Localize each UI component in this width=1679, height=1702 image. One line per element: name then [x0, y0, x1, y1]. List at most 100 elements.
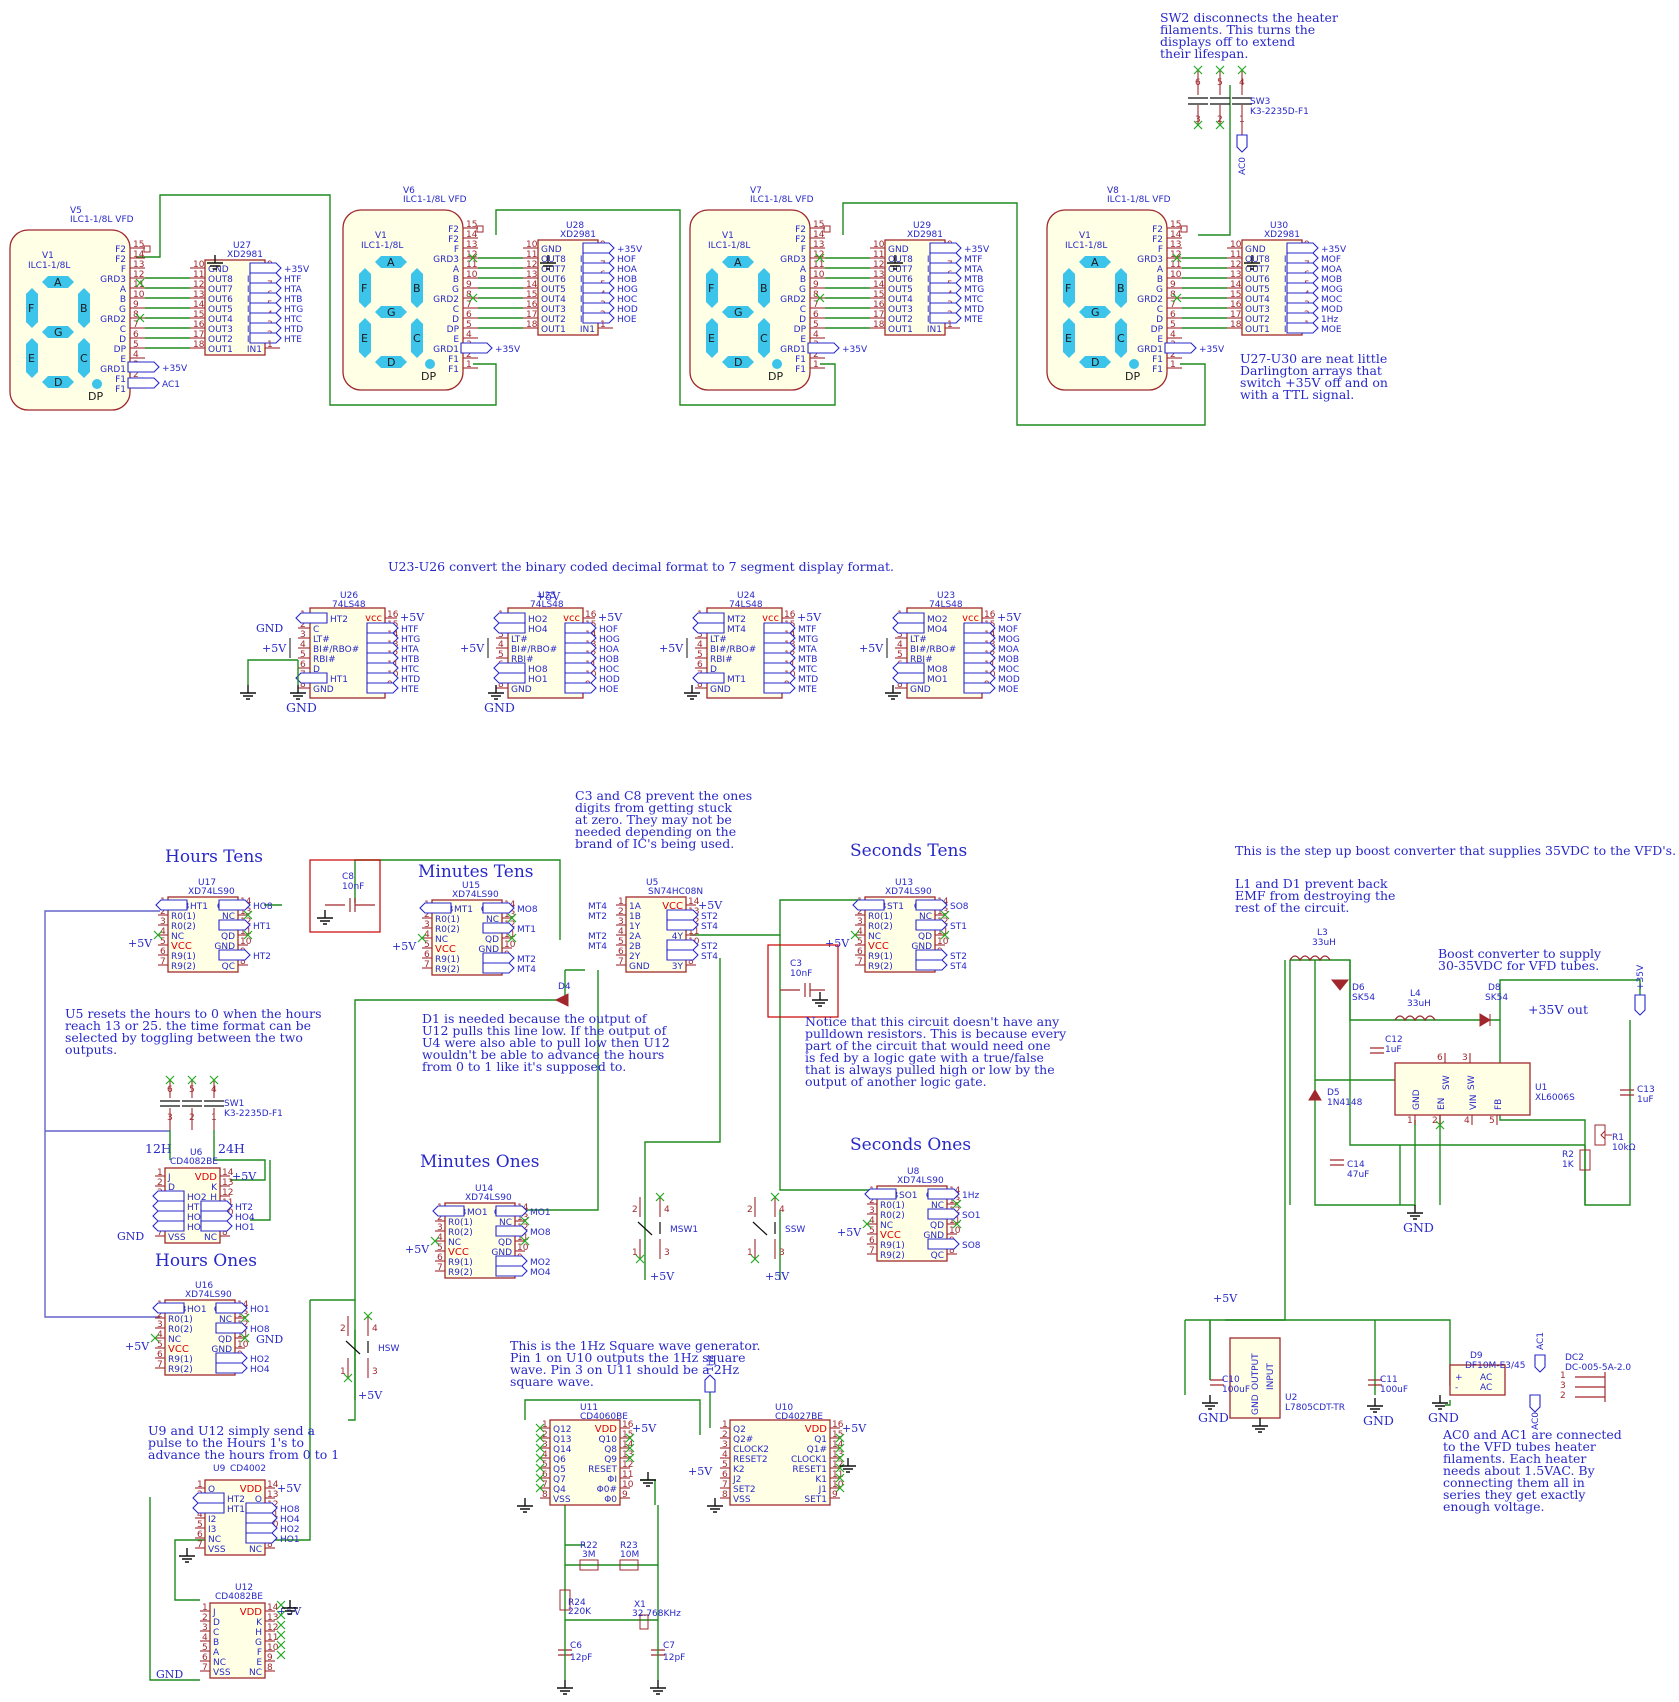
- pin-name: A: [800, 265, 807, 275]
- net-flag: [460, 342, 493, 354]
- net-flag: [249, 272, 282, 284]
- pin-num: 16: [622, 1420, 634, 1430]
- ic-body: [209, 1602, 266, 1679]
- seg-label: G: [54, 326, 63, 339]
- pin-name: NC: [219, 1315, 232, 1325]
- net-name: HO1: [280, 1535, 300, 1545]
- pin-num: 11: [267, 1633, 278, 1643]
- pin-num: 5: [857, 937, 863, 947]
- pin-num: 7: [157, 1228, 163, 1238]
- net-name: +35V: [284, 265, 310, 275]
- pin-num: 13: [1230, 270, 1241, 280]
- net-label: MO1: [892, 672, 948, 685]
- pin-num: 2: [857, 907, 863, 917]
- pin-num: 9: [1170, 280, 1176, 290]
- pin-name: R0(2): [868, 922, 893, 932]
- note-line: Darlington arrays that: [1240, 363, 1382, 378]
- seg-b: [1115, 268, 1127, 308]
- pin-num: 2: [747, 1205, 753, 1215]
- vfd-inner-ref: V1: [722, 231, 734, 241]
- pin-name: 2B: [629, 942, 641, 952]
- pin-num: 5: [498, 650, 504, 660]
- pin-num: 1: [1560, 1371, 1566, 1381]
- note-line: wouldn't be able to advance the hours: [422, 1047, 664, 1062]
- pin-name: ΦI: [607, 1475, 617, 1485]
- pin-name: R0(1): [880, 1201, 905, 1211]
- note-line: connecting them all in: [1443, 1475, 1585, 1490]
- resistor-r23: [619, 1559, 639, 1571]
- net-name: HOB: [617, 275, 637, 285]
- net-name: HTB: [284, 295, 302, 305]
- pin-name: OUT2: [1245, 315, 1270, 325]
- net-name: MT2: [727, 615, 746, 625]
- pin-num: 10: [504, 940, 516, 950]
- net-label: HO8: [493, 662, 548, 675]
- pin-name: OUT8: [208, 275, 233, 285]
- resistor-r24: [559, 1589, 571, 1611]
- net-name: MO2: [927, 615, 948, 625]
- ground-symbol: [840, 1458, 856, 1473]
- pin-num: 8: [300, 680, 306, 690]
- net-flag: [763, 682, 796, 694]
- highlight-box: [767, 944, 839, 1018]
- net-flag: [666, 919, 699, 931]
- pin-num: 10: [133, 290, 145, 300]
- ground-symbol: GND: [1428, 1395, 1459, 1425]
- ic-part: SN74HC08N: [648, 887, 703, 897]
- pin-num: 7: [202, 1663, 208, 1673]
- pin-name: NC: [208, 1535, 221, 1545]
- net-name: MT4: [727, 625, 746, 635]
- flipflop-u10: U10CD4027BEQ2VDD116Q2#Q1215CLOCK2Q1#314R…: [688, 1355, 867, 1513]
- pin-name: VSS: [733, 1495, 751, 1505]
- net-name: HT1: [330, 675, 348, 685]
- net-flag: [249, 292, 282, 304]
- net-flag: [582, 312, 615, 324]
- title-seconds-tens: Seconds Tens: [850, 841, 967, 861]
- pin-num: 4: [664, 1205, 670, 1215]
- diode-ref: D4: [558, 982, 571, 992]
- net-name: ST4: [701, 952, 718, 962]
- net-label: MTA: [929, 262, 984, 275]
- vfd-body: [689, 209, 811, 391]
- net-label: HO2: [493, 612, 548, 625]
- pin-name: CLOCK2: [733, 1445, 769, 1455]
- pin-name: O: [208, 1485, 215, 1495]
- pin-name: Q2#: [733, 1435, 753, 1445]
- pin-num: 1: [632, 1248, 638, 1258]
- ground-lines: [517, 1498, 533, 1513]
- pin-marker: [1180, 225, 1188, 233]
- net-flag: [218, 899, 251, 911]
- pin-name: R9(2): [435, 965, 460, 975]
- dc-jack: [1575, 1372, 1606, 1402]
- pin-num: 17: [193, 330, 204, 340]
- ic-part: XD2981: [227, 250, 263, 260]
- ic-ref: U27: [233, 241, 251, 251]
- pin-num: 9: [832, 1490, 838, 1500]
- pin-num: 6: [542, 1470, 548, 1480]
- net-flag: [249, 282, 282, 294]
- vcc-label: vcc: [962, 613, 979, 624]
- no-connect-mark: [535, 1433, 545, 1443]
- pin-name: VCC: [662, 901, 683, 912]
- no-connect-mark: [535, 1453, 545, 1463]
- net-name: HOA: [617, 265, 638, 275]
- pin-name: GND: [910, 685, 931, 695]
- net-name: MOG: [1321, 285, 1343, 295]
- seg-label: DP: [421, 370, 436, 383]
- net-label: HTG: [366, 632, 420, 645]
- pin-name: OUT8: [541, 255, 566, 265]
- ic-ref: U10: [775, 1403, 793, 1413]
- pin-name: R0(2): [171, 922, 196, 932]
- pin-num: 6: [160, 947, 166, 957]
- cap-value: 1uF: [1637, 1095, 1654, 1105]
- note-line: This is the 1Hz Square wave generator.: [510, 1338, 760, 1353]
- pin-num: 3: [542, 1440, 548, 1450]
- net-name: ST2: [701, 942, 718, 952]
- pin-num: 1: [466, 360, 472, 370]
- net-name: ST4: [950, 962, 967, 972]
- ic-ref: U26: [340, 591, 358, 601]
- net-name: +35V: [617, 245, 643, 255]
- pin-num: 7: [542, 1480, 548, 1490]
- ic-ref: U17: [198, 878, 216, 888]
